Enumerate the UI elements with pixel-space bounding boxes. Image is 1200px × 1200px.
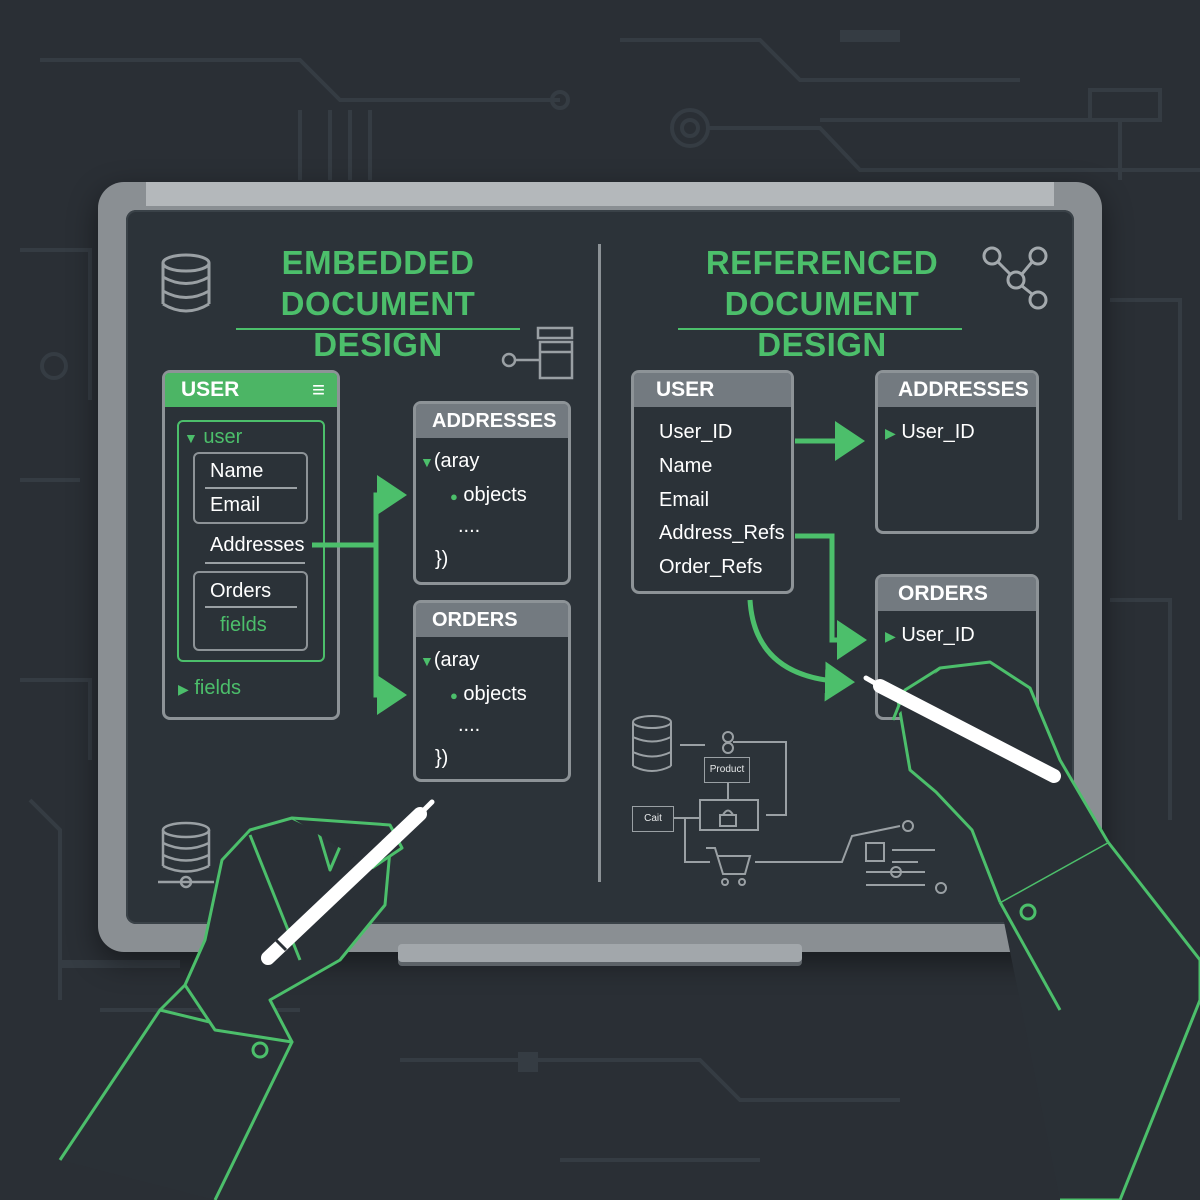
- embedded-orders-line2: ● objects: [450, 683, 527, 706]
- embedded-field-orders: Orders: [210, 580, 272, 602]
- referenced-title-line2: DOCUMENT DESIGN: [724, 285, 920, 363]
- triangle-right-icon: ▶: [885, 628, 896, 644]
- referenced-field-name: Name: [659, 455, 713, 477]
- embedded-field-addresses: Addresses: [210, 534, 305, 556]
- referenced-user-card: USER: [631, 370, 794, 594]
- embedded-addresses-line3: ....: [458, 515, 481, 537]
- referenced-orders-field: ▶ User_ID: [885, 624, 975, 647]
- embedded-title: EMBEDDED DOCUMENT DESIGN: [220, 242, 536, 365]
- triangle-right-icon: ▶: [178, 681, 189, 697]
- embedded-user-group-text: user: [203, 426, 243, 448]
- triangle-right-icon: ▶: [885, 425, 896, 441]
- referenced-orders-card: ORDERS: [875, 574, 1039, 720]
- embedded-user-card-header: USER ≡: [165, 373, 337, 407]
- referenced-title: REFERENCED DOCUMENT DESIGN: [662, 242, 982, 365]
- embedded-field-email: Email: [210, 494, 261, 516]
- embedded-user-group: [177, 420, 325, 662]
- section-divider: [598, 244, 601, 882]
- referenced-orders-header: ORDERS: [878, 577, 1036, 611]
- embedded-footer-fields-text: fields: [194, 677, 242, 699]
- embedded-addresses-header: ADDRESSES: [416, 404, 568, 438]
- embedded-user-header-label: USER: [181, 378, 240, 401]
- referenced-addresses-field: ▶ User_ID: [885, 421, 975, 444]
- bullet-icon: ●: [450, 688, 458, 703]
- referenced-addresses-card: ADDRESSES: [875, 370, 1039, 534]
- embedded-orders-line4: }): [435, 747, 449, 769]
- referenced-field-order-refs: Order_Refs: [659, 556, 763, 578]
- referenced-title-underline: [678, 328, 962, 330]
- embedded-addresses-line2: ● objects: [450, 484, 527, 507]
- embedded-orders-array-text: (aray: [433, 649, 480, 671]
- embedded-user-group-label: ▼ user: [184, 426, 242, 449]
- embedded-orders-fields: fields: [220, 614, 267, 636]
- triangle-down-icon: ▼: [420, 653, 434, 669]
- mini-cart-box: Cait: [632, 806, 674, 832]
- embedded-orders-header: ORDERS: [416, 603, 568, 637]
- embedded-field-name: Name: [210, 460, 264, 482]
- triangle-down-icon: ▼: [184, 430, 198, 446]
- field-separator: [205, 606, 297, 608]
- embedded-title-underline: [236, 328, 520, 330]
- embedded-addresses-array-text: (aray: [433, 450, 480, 472]
- referenced-field-user-id: User_ID: [659, 421, 733, 443]
- referenced-title-line1: REFERENCED: [705, 244, 939, 281]
- referenced-user-header: USER: [634, 373, 791, 407]
- bullet-icon: ●: [450, 489, 458, 504]
- mini-product-box: Product: [704, 757, 750, 783]
- embedded-orders-card: ORDERS: [413, 600, 571, 782]
- referenced-addresses-header: ADDRESSES: [878, 373, 1036, 407]
- embedded-title-line2: DOCUMENT DESIGN: [280, 285, 476, 363]
- field-separator: [205, 487, 297, 489]
- embedded-title-line1: EMBEDDED: [281, 244, 475, 281]
- embedded-orders-box: [193, 571, 308, 651]
- embedded-orders-line1: ▼(aray: [420, 649, 479, 672]
- embedded-addresses-card: ADDRESSES: [413, 401, 571, 585]
- menu-icon: ≡: [312, 377, 325, 402]
- referenced-orders-field-text: User_ID: [901, 624, 975, 646]
- referenced-field-address-refs: Address_Refs: [659, 522, 785, 544]
- embedded-addresses-line4: }): [435, 548, 449, 570]
- referenced-addresses-field-text: User_ID: [901, 421, 975, 443]
- whiteboard-tray: [398, 944, 802, 962]
- embedded-footer-fields: ▶ fields: [178, 677, 241, 700]
- embedded-name-email-box: [193, 452, 308, 524]
- embedded-orders-objects-text: objects: [463, 683, 527, 705]
- embedded-addresses-objects-text: objects: [463, 484, 527, 506]
- embedded-orders-line3: ....: [458, 714, 481, 736]
- triangle-down-icon: ▼: [420, 454, 434, 470]
- referenced-field-email: Email: [659, 489, 710, 511]
- embedded-addresses-line1: ▼(aray: [420, 450, 479, 473]
- whiteboard-frame-top: [146, 182, 1054, 206]
- field-separator: [205, 562, 305, 564]
